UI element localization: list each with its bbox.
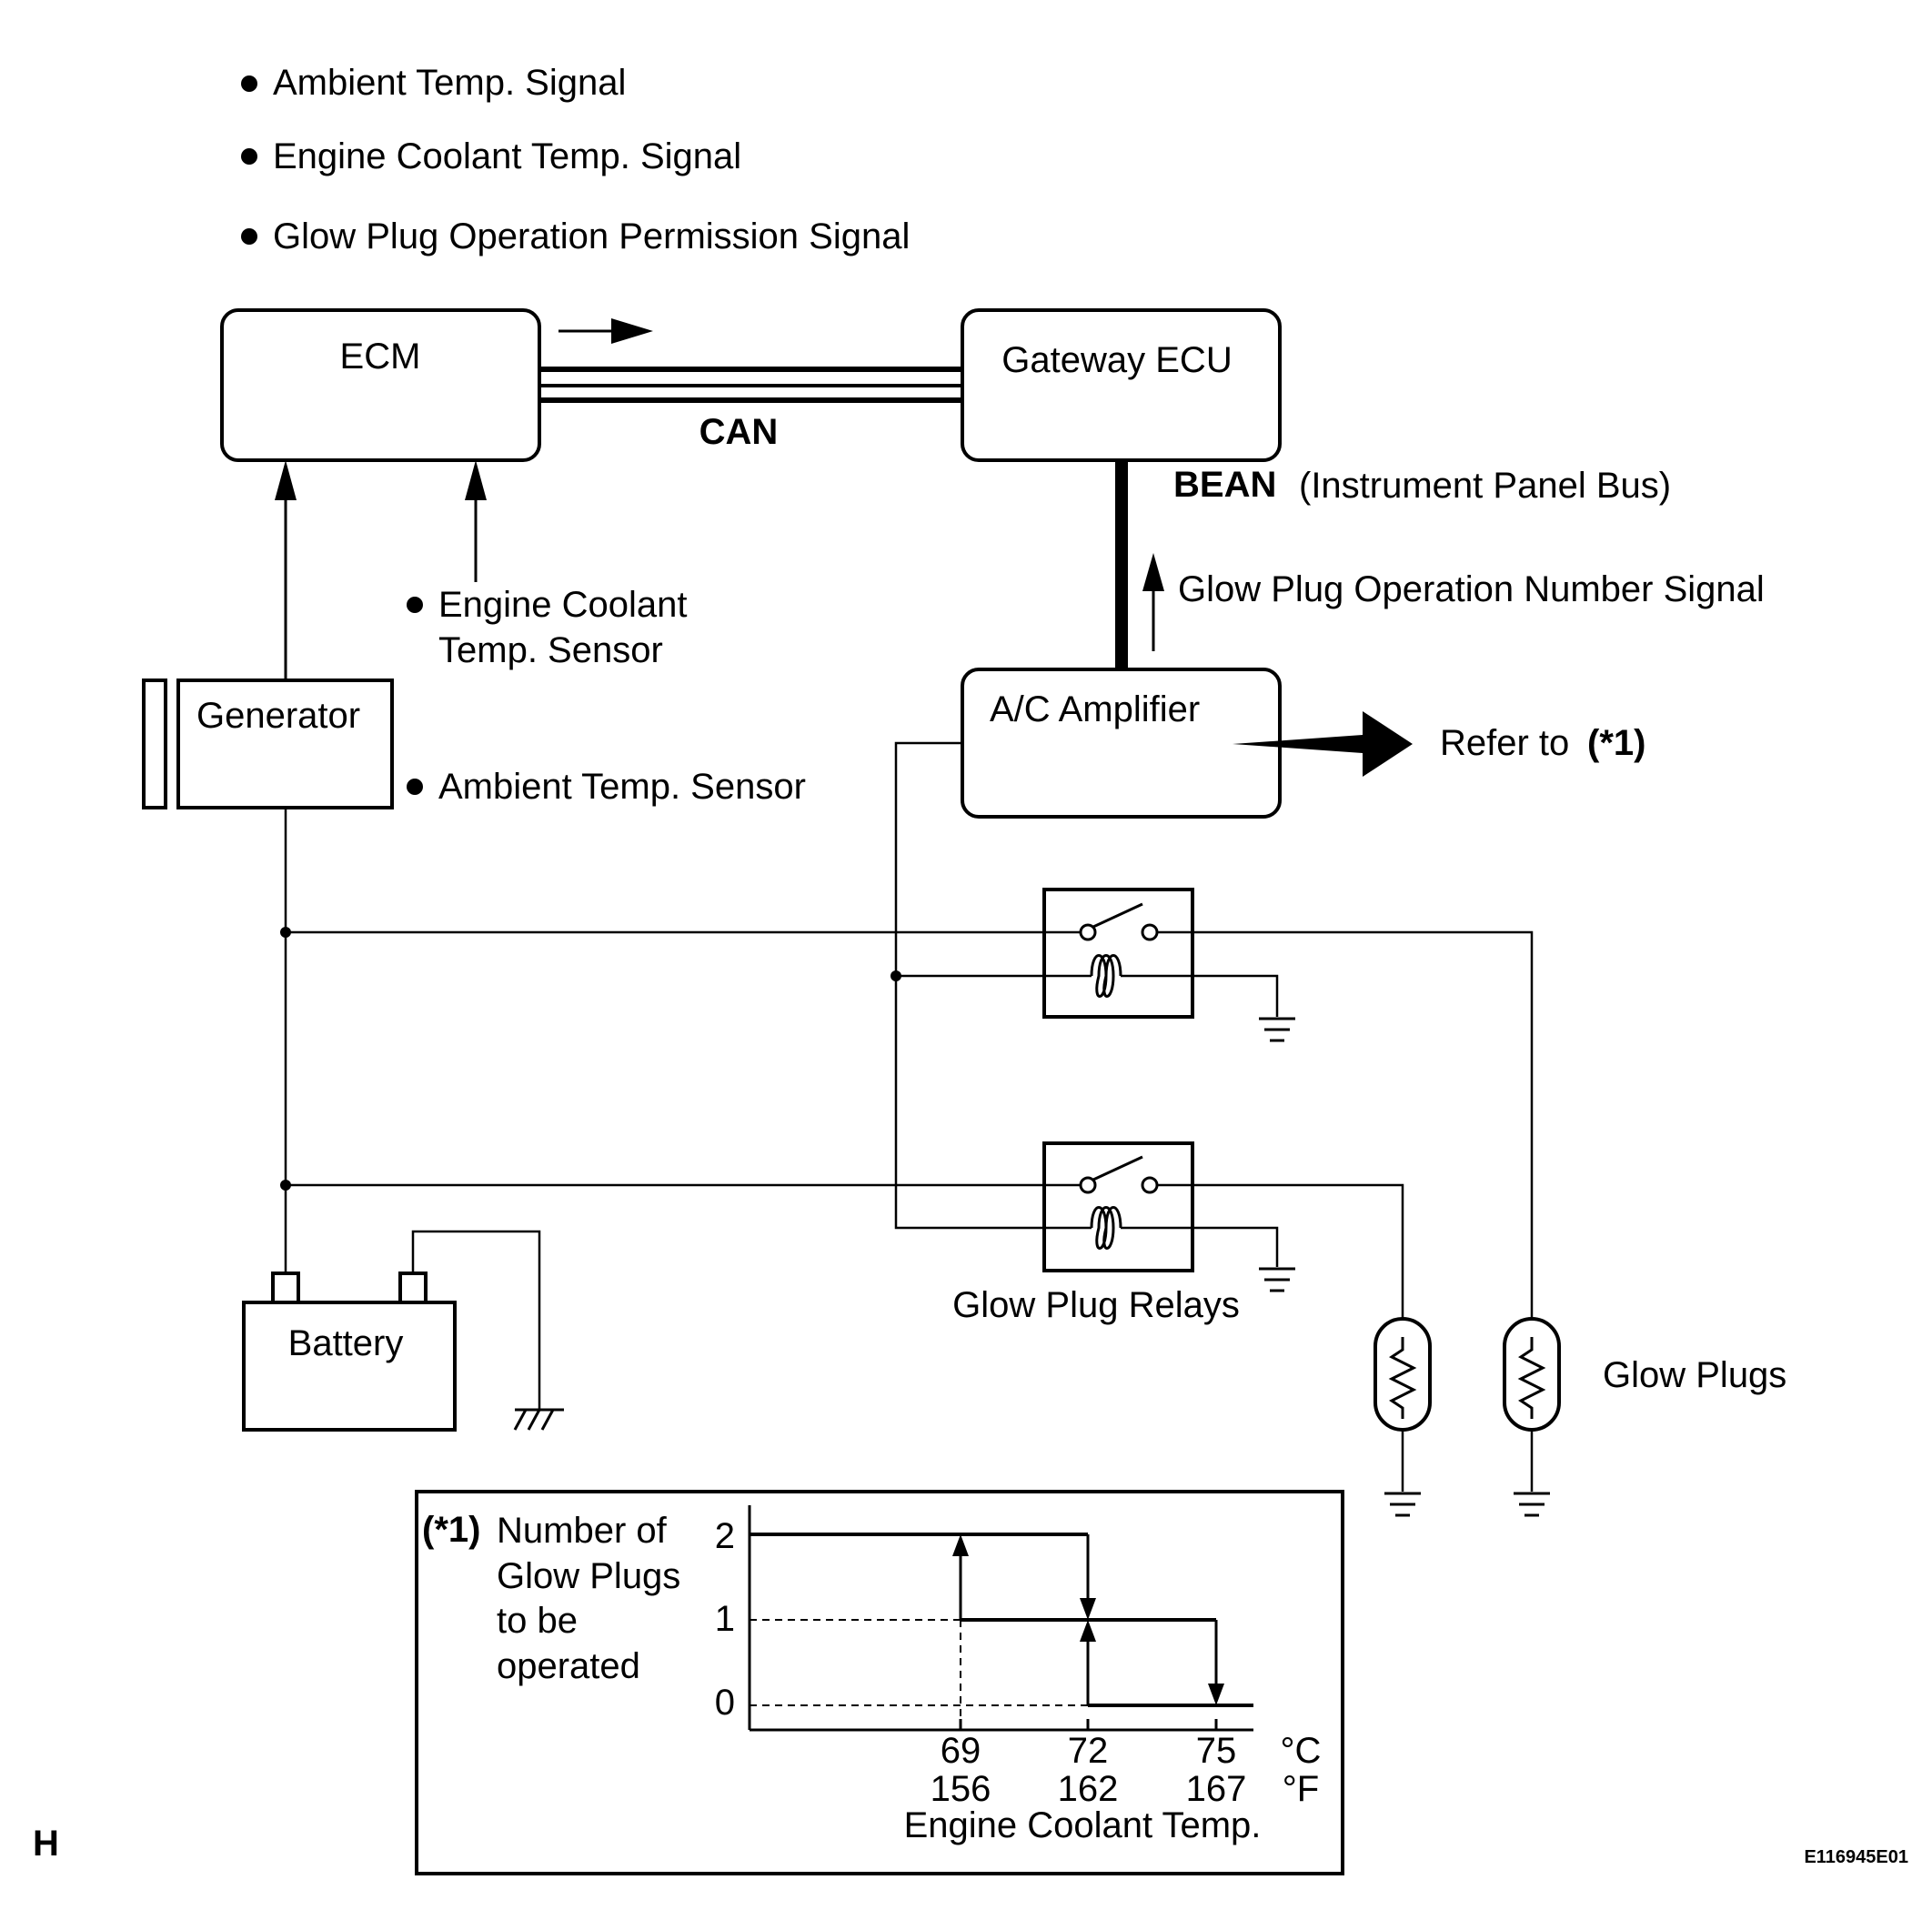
- arrow-up-icon: [1142, 553, 1164, 591]
- generator-box: [176, 679, 394, 809]
- svg-text:Temp. Sensor: Temp. Sensor: [438, 630, 663, 670]
- junction-dot: [891, 970, 901, 981]
- big-right-arrow-icon: [1233, 711, 1413, 777]
- y-tick-label: 2: [715, 1516, 735, 1556]
- transition-75-down-head: [1208, 1684, 1224, 1705]
- unit-celsius: °C: [1281, 1731, 1322, 1771]
- signal-ambient: Ambient Temp. Signal: [273, 63, 626, 103]
- inset-frame: [415, 1490, 1344, 1875]
- bullet-icon: [407, 779, 423, 795]
- glow-plug-relay-1: [1042, 888, 1194, 1019]
- gateway-ecu-label: Gateway ECU: [1001, 340, 1232, 380]
- transition-72-down-head: [1080, 1598, 1096, 1620]
- signal-glow-permission: Glow Plug Operation Permission Signal: [273, 216, 910, 256]
- ecm-box: [220, 308, 541, 462]
- svg-text:Engine Coolant: Engine Coolant: [438, 585, 688, 625]
- ambient-sensor-label: Ambient Temp. Sensor: [407, 767, 806, 807]
- refer-ref: (*1): [1587, 723, 1645, 763]
- glow-number-signal: Glow Plug Operation Number Signal: [1142, 553, 1765, 651]
- ecm-inputs: [275, 460, 487, 680]
- coolant-sensor-label: Engine Coolant Temp. Sensor: [407, 585, 688, 670]
- ground-icon: [1259, 1267, 1295, 1292]
- gateway-ecu-block: Gateway ECU: [961, 308, 1282, 462]
- refer-arrow: Refer to (*1): [1233, 711, 1645, 777]
- generator-block: Generator: [142, 679, 394, 809]
- bullet-icon: [241, 148, 257, 165]
- x-axis-label: Engine Coolant Temp.: [904, 1805, 1262, 1845]
- ecm-label: ECM: [340, 337, 421, 377]
- chassis-ground-icon: [513, 1408, 564, 1431]
- inset-panel: (*1) Number of Glow Plugs to be operated…: [415, 1490, 1344, 1875]
- glow-plug-1: [1374, 1317, 1432, 1517]
- control-wiring: [891, 741, 1044, 1230]
- gateway-ecu-box: [961, 308, 1282, 462]
- relay-1-outputs: [1192, 930, 1534, 1319]
- battery-terminal-negative: [398, 1272, 428, 1304]
- resistor-icon: [1517, 1337, 1546, 1419]
- relay-coil-icon: [1090, 1206, 1122, 1250]
- relay-2-outputs: [1192, 1183, 1404, 1319]
- y-tick-label: 0: [715, 1683, 735, 1723]
- transition-69-up-head: [952, 1534, 969, 1556]
- battery-block: Battery: [242, 1230, 564, 1432]
- relay-coil-icon: [1090, 954, 1122, 998]
- power-wiring: [280, 808, 1044, 1273]
- ac-amplifier-block: A/C Amplifier: [961, 668, 1282, 819]
- ground-icon: [1259, 1017, 1295, 1042]
- refer-to-label: Refer to: [1440, 723, 1569, 763]
- inset-ylabel-line-4: operated: [497, 1646, 640, 1686]
- corner-code-left: H: [33, 1824, 59, 1864]
- bean-description: (Instrument Panel Bus): [1299, 466, 1671, 506]
- inset-ref: (*1): [422, 1510, 480, 1550]
- battery-terminal-positive: [271, 1272, 300, 1304]
- battery-box: [242, 1301, 457, 1432]
- ground-icon: [1384, 1492, 1421, 1517]
- x-tick-label-f: 162: [1058, 1769, 1119, 1809]
- unit-fahrenheit: °F: [1283, 1769, 1319, 1809]
- bullet-icon: [241, 75, 257, 92]
- can-label: CAN: [699, 412, 779, 452]
- inset-ylabel-line-2: Glow Plugs: [497, 1556, 680, 1596]
- signal-coolant: Engine Coolant Temp. Signal: [273, 136, 741, 176]
- glow-plugs-label: Glow Plugs: [1603, 1355, 1786, 1395]
- x-tick-label-f: 156: [931, 1769, 991, 1809]
- can-bus: CAN: [539, 367, 962, 452]
- generator-bracket: [142, 679, 167, 809]
- resistor-icon: [1388, 1337, 1417, 1419]
- figure-id: E116945E01: [1804, 1847, 1908, 1867]
- glow-plug-2: [1503, 1317, 1561, 1517]
- ecm-block: ECM: [220, 308, 541, 462]
- signal-list: Ambient Temp. Signal Engine Coolant Temp…: [241, 63, 910, 256]
- glow-number-signal-label: Glow Plug Operation Number Signal: [1178, 569, 1765, 609]
- inset-ylabel-line-3: to be: [497, 1601, 578, 1641]
- x-tick-label-c: 72: [1068, 1731, 1109, 1771]
- ac-amplifier-label: A/C Amplifier: [990, 689, 1200, 729]
- glow-plug-chart: 2 1 0 69 72 75 °C 156 162 167 °F Engine …: [715, 1505, 1322, 1845]
- transition-72-up-head: [1080, 1620, 1096, 1642]
- can-direction-arrow-icon: [558, 318, 653, 344]
- x-tick-label-c: 69: [941, 1731, 981, 1771]
- bean-label: BEAN: [1173, 465, 1276, 505]
- inset-ylabel-line-1: Number of: [497, 1511, 668, 1551]
- bean-bus: BEAN (Instrument Panel Bus): [1115, 460, 1671, 669]
- ground-icon: [1514, 1492, 1550, 1517]
- glow-plug-relays-label: Glow Plug Relays: [952, 1285, 1240, 1325]
- arrow-up-icon: [465, 460, 487, 500]
- battery-label: Battery: [288, 1323, 404, 1363]
- generator-label: Generator: [196, 696, 360, 736]
- svg-text:Ambient Temp. Sensor: Ambient Temp. Sensor: [438, 767, 806, 807]
- x-tick-label-f: 167: [1186, 1769, 1247, 1809]
- bullet-icon: [241, 228, 257, 245]
- y-tick-label: 1: [715, 1599, 735, 1639]
- bullet-icon: [407, 597, 423, 613]
- x-tick-label-c: 75: [1196, 1731, 1237, 1771]
- glow-plug-relay-2: [1042, 1141, 1194, 1272]
- arrow-up-icon: [275, 460, 297, 500]
